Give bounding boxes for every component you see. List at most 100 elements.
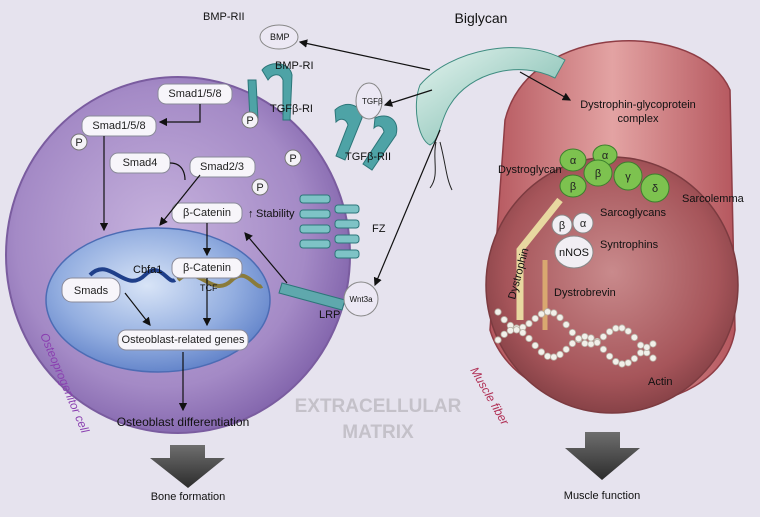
biglycan-chains	[429, 141, 453, 191]
dna-helix-left	[88, 267, 177, 283]
actin-bead	[494, 336, 502, 344]
p-label-2: P	[75, 137, 82, 149]
actin-bead	[525, 334, 533, 343]
cbfa1-label: Cbfa1	[133, 264, 162, 276]
actin-bead	[593, 338, 601, 347]
sarcolemma-label: Sarcolemma	[682, 193, 745, 205]
actin-bead	[525, 319, 533, 328]
actin-filament	[494, 308, 657, 368]
tgfb-rii-receptor	[362, 115, 398, 171]
dystrophin-rod	[516, 197, 563, 320]
smad23-label: Smad2/3	[200, 161, 244, 173]
dystroglycan-label: Dystroglycan	[498, 164, 562, 176]
p-label-3: P	[289, 153, 296, 165]
nnos-molecule	[554, 235, 594, 269]
actin-bead	[612, 358, 620, 366]
actin-bead	[624, 359, 632, 367]
smad158-a-label: Smad1/5/8	[168, 88, 221, 100]
actin-bead	[543, 352, 552, 360]
actin-bead	[649, 354, 657, 362]
node-smad158-b	[81, 115, 157, 137]
actin-bead	[612, 324, 620, 332]
glycoprotein-complex	[559, 144, 670, 203]
phosphate-labels: P P P P	[75, 115, 296, 194]
greek-beta-2: β	[595, 168, 601, 180]
bcatenin-a-label: β-Catenin	[183, 207, 231, 219]
biglycan-label: Biglycan	[455, 10, 508, 26]
bmp-ligand	[259, 24, 299, 50]
node-genes	[117, 329, 249, 351]
actin-bead	[562, 345, 570, 353]
actin-bead	[500, 330, 508, 338]
actin-bead	[556, 313, 564, 322]
bmp-ri-label: BMP-RI	[275, 60, 314, 72]
syntrophin-alpha	[572, 212, 594, 234]
lrp-label: LRP	[319, 309, 340, 321]
p-label-4: P	[256, 182, 263, 194]
biglycan-molecule	[415, 47, 566, 146]
smads-label: Smads	[74, 285, 109, 297]
actin-bead	[537, 310, 546, 318]
muscle-fiber-label: Muscle fiber	[467, 365, 512, 429]
frizzled-receptor	[299, 194, 360, 259]
dystrobrevin-label: Dystrobrevin	[554, 287, 616, 299]
actin-bead	[512, 326, 521, 334]
actin-bead	[550, 309, 558, 317]
bmp-rii-receptor	[261, 63, 293, 121]
smad158-b-label: Smad1/5/8	[92, 120, 145, 132]
phosphate-4	[251, 178, 269, 196]
wnt3a-ligand	[343, 281, 379, 317]
sarcoglycans-label: Sarcoglycans	[600, 207, 667, 219]
actin-bead	[531, 314, 539, 323]
greek-gamma: γ	[625, 171, 631, 183]
greek-delta: δ	[652, 183, 658, 195]
dgc-label-2: complex	[618, 113, 659, 125]
phosphate-2	[70, 133, 88, 151]
cell-arrows	[99, 104, 288, 412]
actin-bead	[562, 321, 570, 329]
genes-label: Osteoblast-related genes	[122, 334, 245, 346]
smad4-label: Smad4	[123, 157, 158, 169]
actin-bead	[543, 308, 552, 316]
actin-bead	[519, 329, 527, 337]
actin-bead	[599, 345, 608, 353]
differentiation-label: Osteoblast differentiation	[117, 415, 250, 429]
wnt3a-label: Wnt3a	[349, 295, 373, 304]
tgfb-ligand	[355, 82, 383, 120]
greek-beta-1: β	[570, 181, 576, 193]
ecm-label-1: EXTRACELLULAR	[295, 396, 462, 417]
actin-bead	[581, 332, 589, 341]
actin-bead	[649, 340, 657, 348]
actin-bead	[506, 326, 514, 335]
muscle-function-label: Muscle function	[564, 490, 640, 502]
node-smad158-a	[157, 83, 233, 105]
actin-bead	[630, 333, 639, 342]
actin-bead	[574, 335, 583, 343]
ecm-label-2: MATRIX	[342, 422, 414, 443]
bcatenin-b-label: β-Catenin	[183, 262, 231, 274]
actin-bead	[531, 341, 539, 350]
tgfb-ri-receptor	[334, 103, 363, 161]
tgfb-label: TGFβ	[362, 97, 383, 106]
nnos-label: nNOS	[559, 247, 589, 259]
syntrophin-beta	[551, 214, 573, 236]
tcf-label: TCF	[200, 283, 218, 293]
actin-bead	[568, 339, 577, 348]
greek-labels: α β α β γ δ β α	[559, 150, 658, 232]
actin-bead	[630, 354, 639, 363]
actin-bead	[643, 343, 651, 351]
greek-alpha-1: α	[570, 155, 577, 167]
actin-label: Actin	[648, 376, 672, 388]
bmp-label: BMP	[270, 32, 290, 42]
greek-beta-3: β	[559, 220, 565, 232]
actin-bead	[587, 340, 595, 348]
actin-bead	[605, 328, 614, 336]
actin-bead	[618, 324, 626, 332]
actin-bead	[587, 334, 595, 342]
p-label-1: P	[246, 115, 253, 127]
phosphates	[70, 111, 302, 196]
actin-bead	[556, 350, 564, 359]
actin-bead	[618, 360, 626, 368]
fz-label: FZ	[372, 223, 386, 235]
actin-bead	[581, 339, 589, 348]
